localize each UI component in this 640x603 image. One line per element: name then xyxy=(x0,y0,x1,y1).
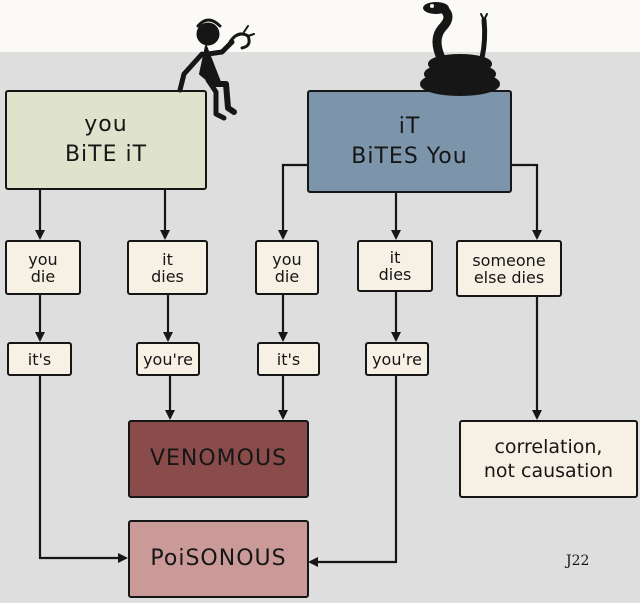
its-box-1: it's xyxy=(7,342,72,376)
you-die-box-1: you die xyxy=(5,240,81,295)
you-die-box-2: you die xyxy=(255,240,319,295)
you-bite-it-box: you BiTE iT xyxy=(5,90,207,190)
coiled-snake-icon xyxy=(420,2,500,96)
venomous-box: VENOMOUS xyxy=(128,420,309,498)
someone-else-dies-box: someone else dies xyxy=(456,240,562,297)
correlation-box: correlation, not causation xyxy=(459,420,638,498)
it-dies-box-2: it dies xyxy=(357,240,433,292)
it-dies-box-1: it dies xyxy=(127,240,208,295)
it-bites-you-box: iT BiTES You xyxy=(307,90,512,193)
artist-signature: J22 xyxy=(566,553,590,569)
youre-box-2: you're xyxy=(365,342,429,376)
poisonous-box: PoiSONOUS xyxy=(128,520,309,598)
youre-box-1: you're xyxy=(136,342,200,376)
person-eating-snake-icon xyxy=(177,18,255,121)
its-box-2: it's xyxy=(257,342,320,376)
